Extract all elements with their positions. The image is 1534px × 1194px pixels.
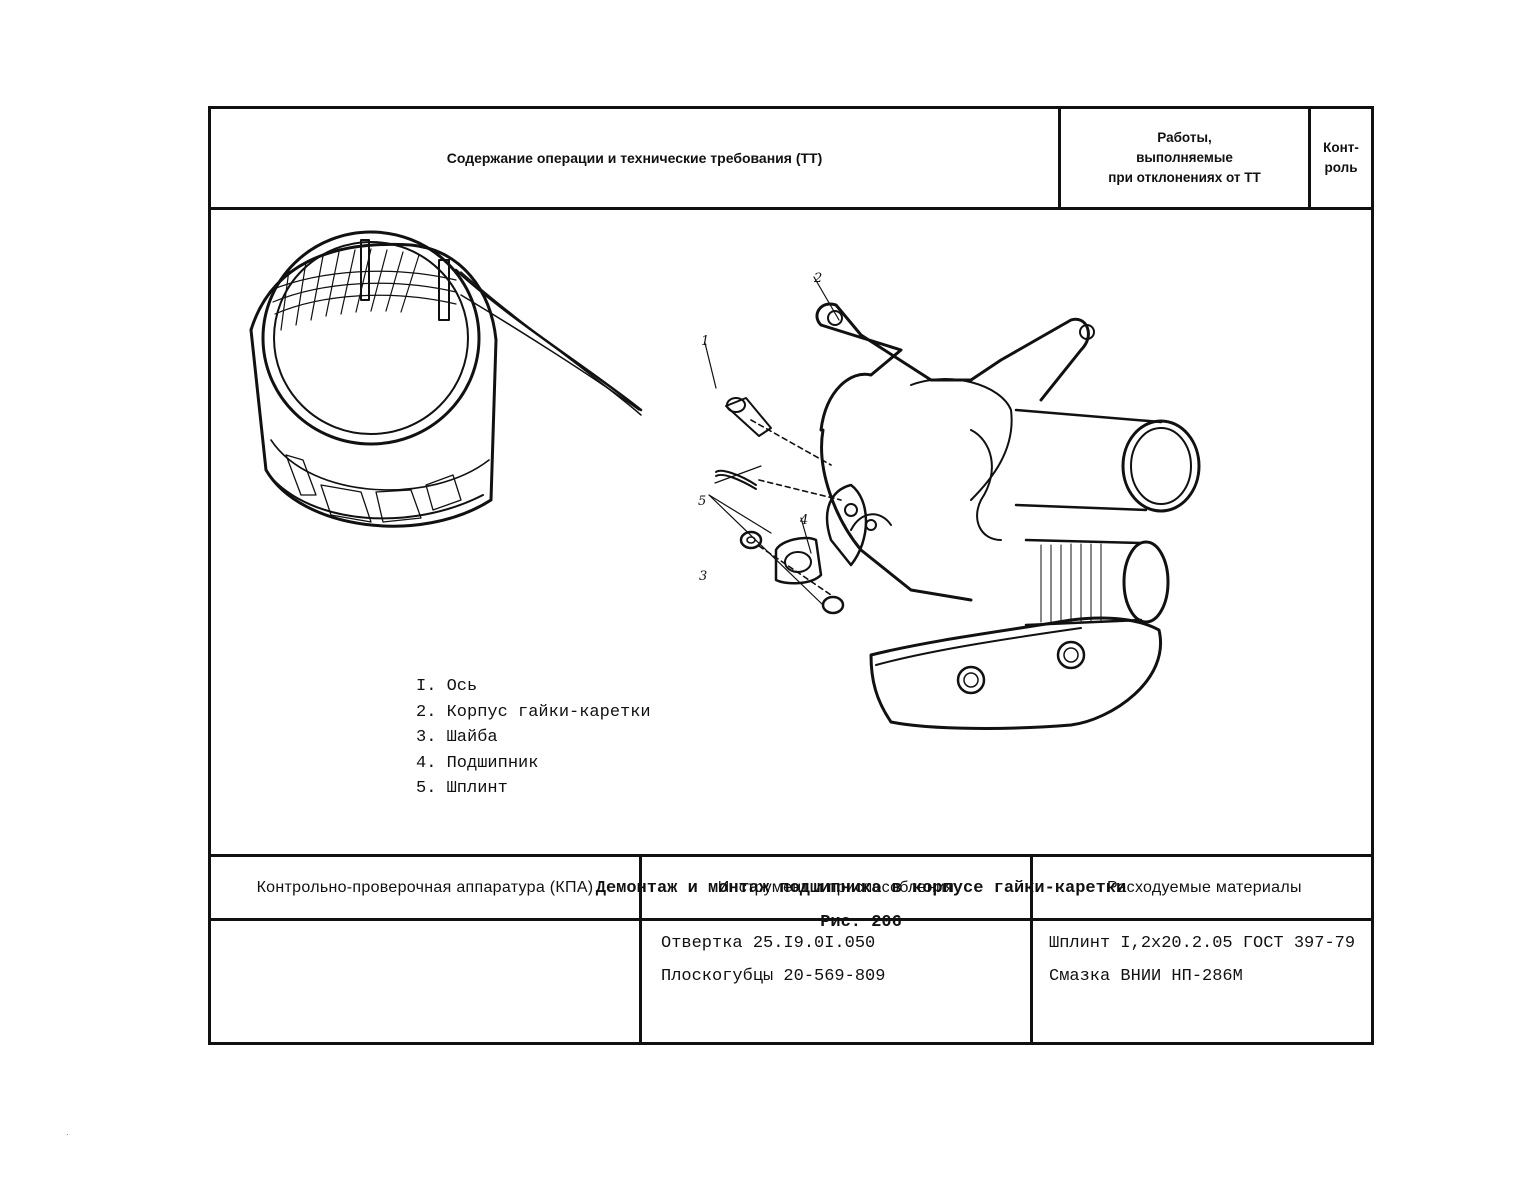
kpa-header: Контрольно-проверочная аппаратура (КПА) bbox=[211, 857, 639, 921]
materials-list: Шплинт I,2х20.2.05 ГОСТ 397-79 Смазка ВН… bbox=[1033, 921, 1371, 997]
tools-list: Отвертка 25.I9.0I.050 Плоскогубцы 20-569… bbox=[642, 921, 1030, 997]
legend-item: 2. Корпус гайки-каретки bbox=[416, 702, 651, 722]
tool-item: Плоскогубцы 20-569-809 bbox=[661, 967, 886, 986]
callout-2: 2 bbox=[813, 271, 822, 286]
table-header-row: Содержание операции и технические требов… bbox=[211, 109, 1371, 210]
kpa-list bbox=[211, 921, 639, 931]
legend-item: 5. Шплинт bbox=[416, 779, 508, 798]
exploded-parts bbox=[715, 397, 845, 615]
carriage-housing bbox=[815, 302, 1201, 730]
legend-item: I. Ось bbox=[416, 677, 478, 696]
page-margin-mark: · bbox=[66, 1130, 69, 1139]
material-item: Шплинт I,2х20.2.05 ГОСТ 397-79 bbox=[1049, 934, 1356, 953]
parts-legend: I. Ось 2. Корпус гайки-каретки 3. Шайба … bbox=[416, 674, 651, 802]
legend-item: 4. Подшипник bbox=[416, 753, 539, 773]
document-frame: Содержание операции и технические требов… bbox=[208, 106, 1374, 1045]
figure-caption: Демонтаж и монтаж подшипника в корпусе г… bbox=[595, 879, 1127, 898]
callout-numbers: 1 2 3 4 5 bbox=[698, 271, 822, 584]
requirements-table: Контрольно-проверочная аппаратура (КПА) … bbox=[211, 854, 1371, 1042]
callout-1: 1 bbox=[701, 334, 709, 349]
callout-5: 5 bbox=[698, 494, 706, 509]
figure-number: Рис. 206 bbox=[820, 913, 902, 932]
technical-drawing: 1 2 3 4 5 bbox=[249, 230, 1201, 730]
material-item: Смазка ВНИИ НП-286М bbox=[1049, 967, 1243, 986]
control-header: Конт- роль bbox=[1323, 140, 1359, 175]
operation-content-header: Содержание операции и технические требов… bbox=[211, 109, 1061, 207]
tools-header: Инструмент и приспособления bbox=[642, 857, 1030, 921]
kpa-column: Контрольно-проверочная аппаратура (КПА) bbox=[211, 857, 642, 1042]
tools-column: Инструмент и приспособления Отвертка 25.… bbox=[642, 857, 1033, 1042]
callout-leaders bbox=[704, 276, 840, 606]
callout-3: 3 bbox=[699, 569, 707, 584]
materials-column: Расходуемые материалы Шплинт I,2х20.2.05… bbox=[1033, 857, 1371, 1042]
deviation-works-header: Работы, выполняемые при отклонениях от Т… bbox=[1061, 109, 1311, 207]
figure-area: 1 2 3 4 5 bbox=[211, 210, 1371, 932]
tool-item: Отвертка 25.I9.0I.050 bbox=[661, 934, 876, 953]
legend-item: 3. Шайба bbox=[416, 728, 498, 747]
materials-header: Расходуемые материалы bbox=[1033, 857, 1371, 921]
drum-illustration bbox=[249, 230, 643, 528]
callout-4: 4 bbox=[799, 513, 808, 528]
